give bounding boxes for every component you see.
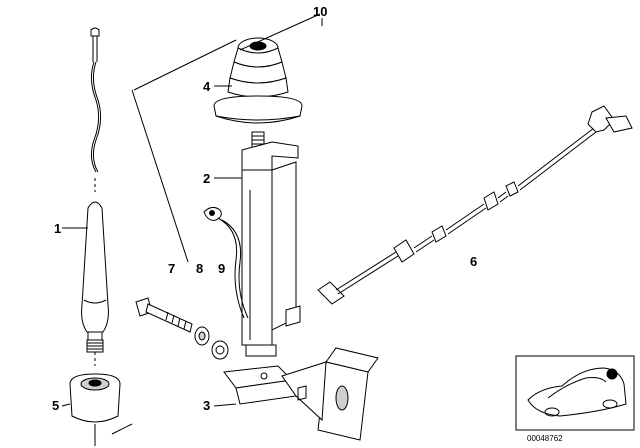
callout-7: 7 xyxy=(168,261,175,276)
callout-5: 5 xyxy=(52,398,59,413)
vehicle-location-inset xyxy=(515,355,635,431)
callout-8: 8 xyxy=(196,261,203,276)
antenna-housing xyxy=(241,131,301,357)
rubber-foot xyxy=(69,373,133,446)
callout-2: 2 xyxy=(203,171,210,186)
callout-1: 1 xyxy=(54,221,61,236)
callout-9: 9 xyxy=(218,261,225,276)
nut xyxy=(211,340,229,360)
rubber-boot xyxy=(213,37,303,124)
leader-lines xyxy=(61,13,321,407)
ground-cable xyxy=(203,206,249,319)
antenna-mast xyxy=(81,201,109,366)
catalog-number: 00048762 xyxy=(527,434,563,443)
antenna-cable xyxy=(317,105,633,305)
callout-4: 4 xyxy=(203,79,211,94)
callout-3: 3 xyxy=(203,398,210,413)
antenna-location-marker xyxy=(606,368,618,380)
antenna-rod xyxy=(90,27,102,192)
bolt xyxy=(135,297,193,333)
callout-6: 6 xyxy=(470,254,477,269)
mounting-bracket xyxy=(223,347,379,441)
callout-10: 10 xyxy=(313,4,327,19)
washer xyxy=(194,326,210,346)
